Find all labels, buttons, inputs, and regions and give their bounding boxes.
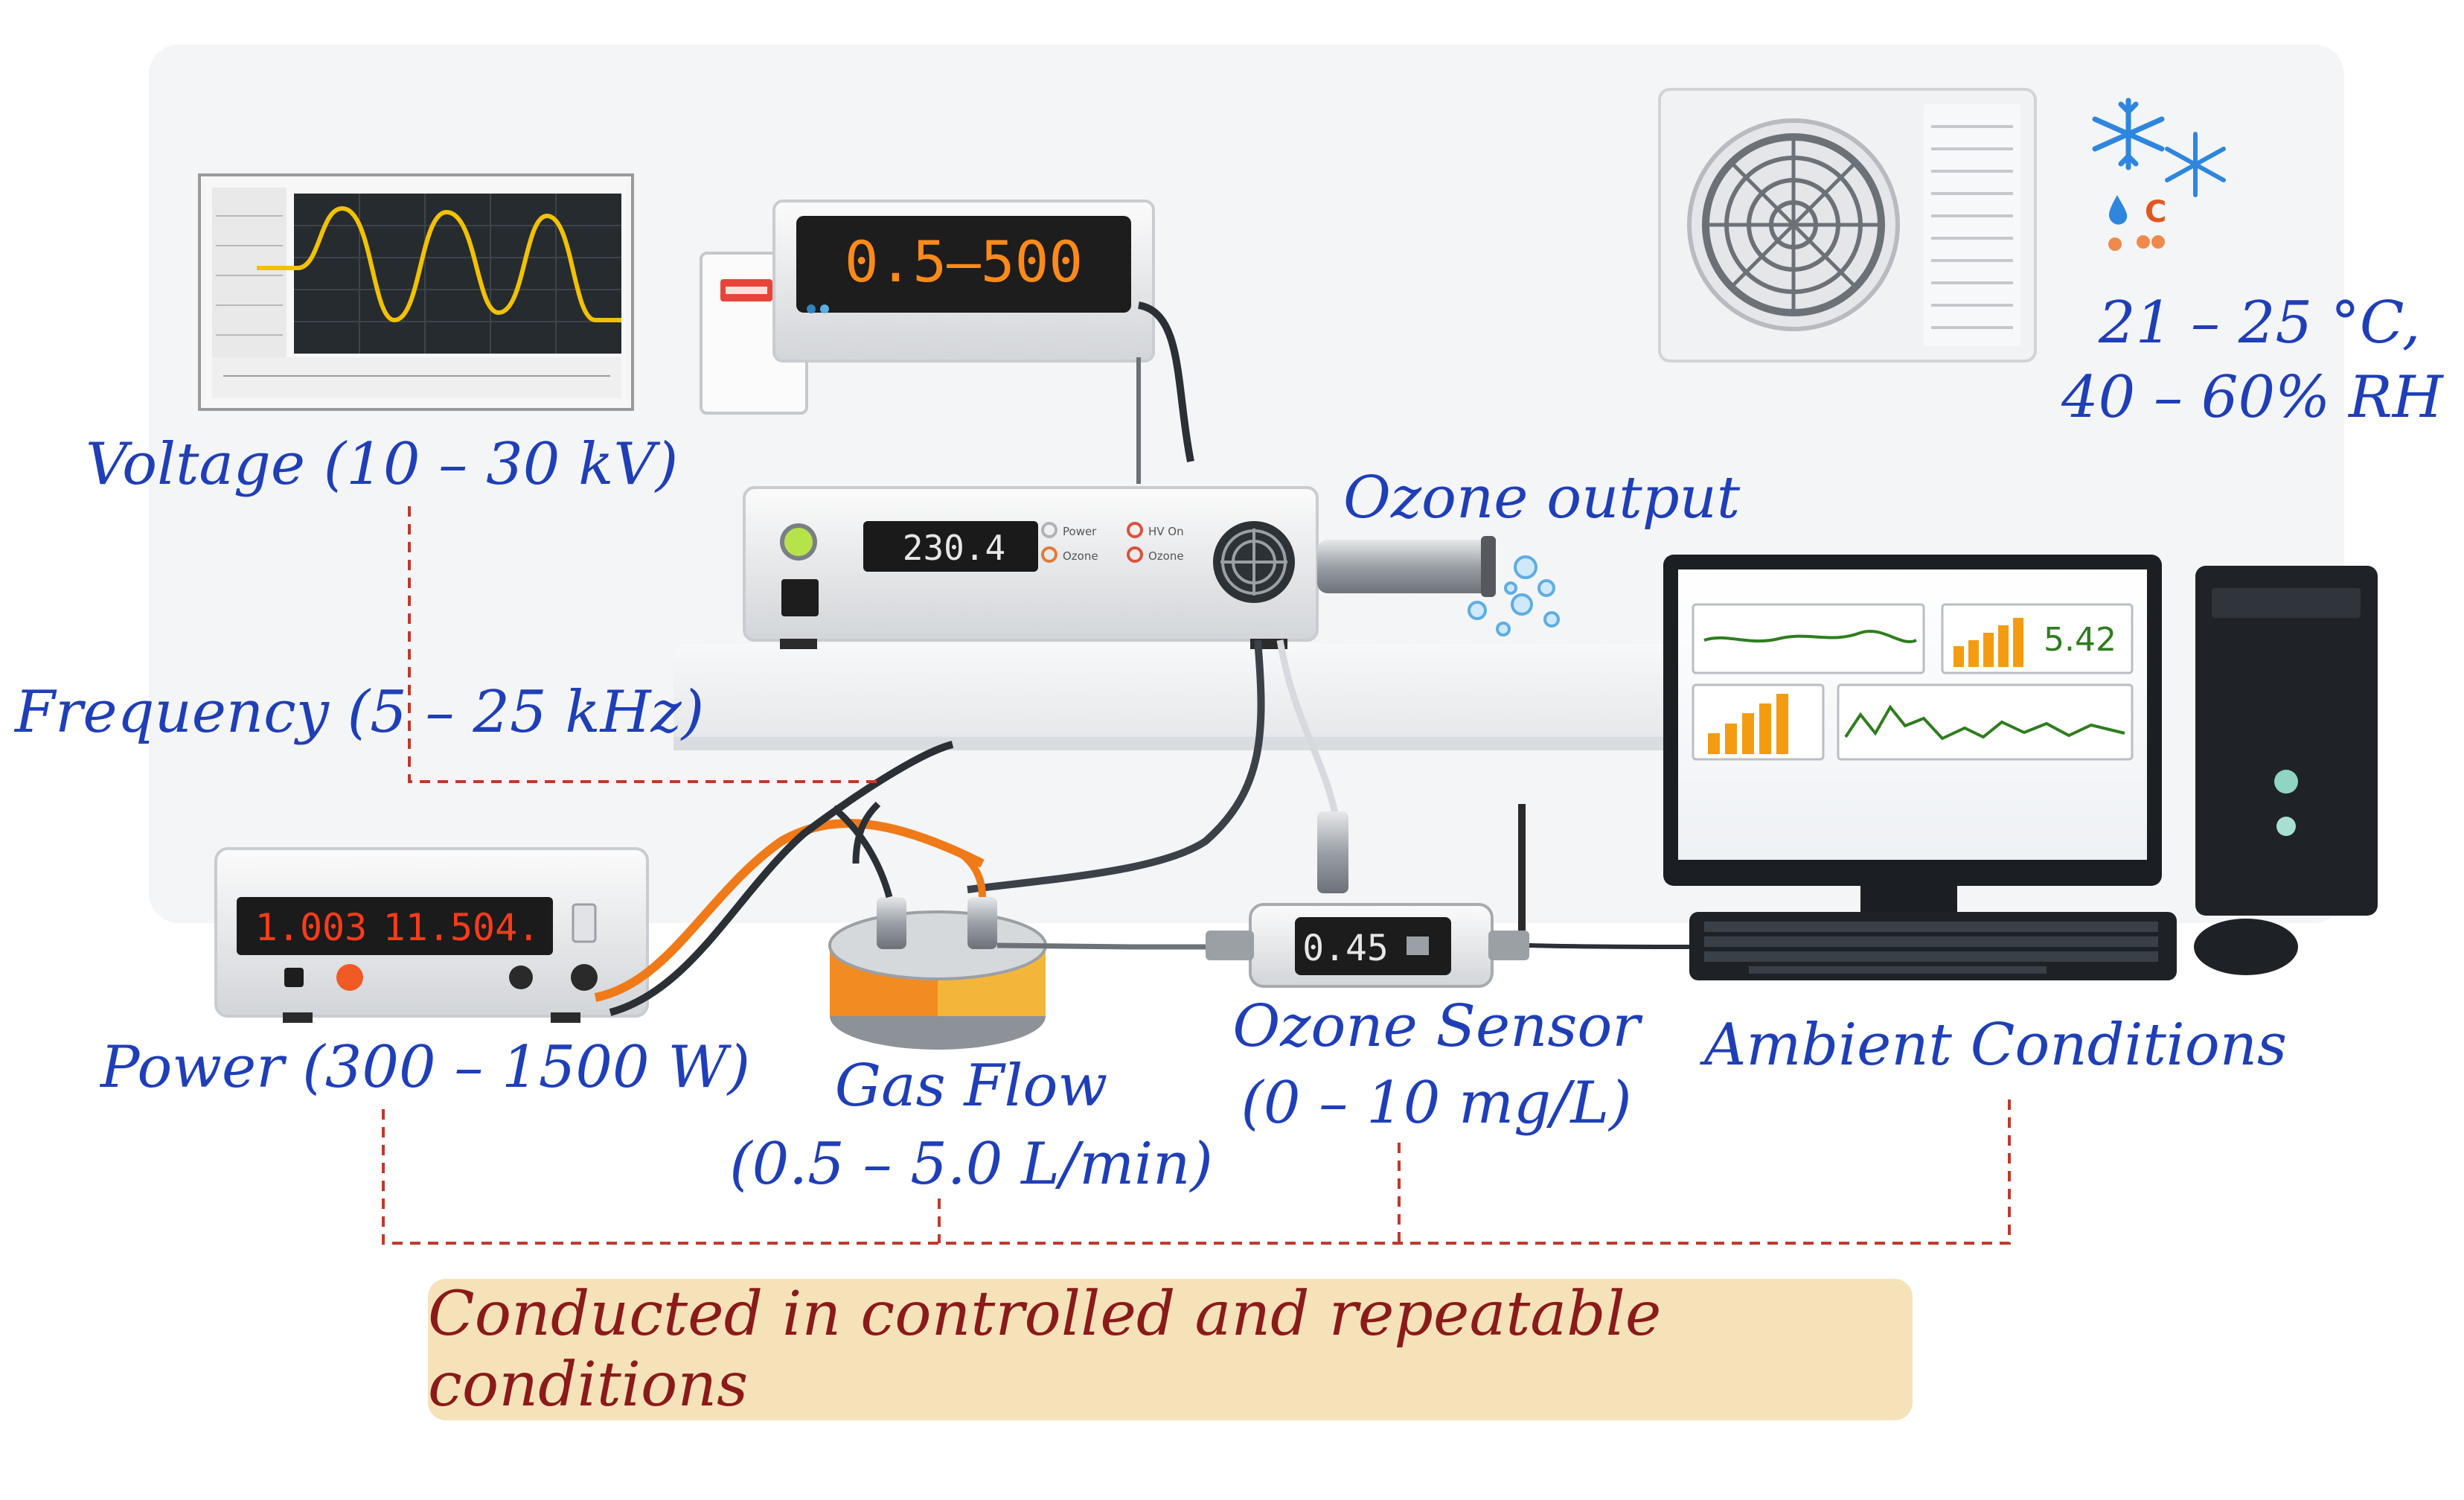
water-drop-icon — [2109, 195, 2128, 225]
cooling-fan-icon — [1702, 133, 1885, 316]
indicator-label-ozone: Ozone — [1063, 549, 1098, 563]
gas-flow-range-label: (0.5 – 5.0 L/min) — [729, 1131, 1213, 1198]
pc-tower — [2195, 566, 2378, 916]
ozone-outlet-tube — [1317, 540, 1496, 593]
air-conditioner — [1658, 88, 2037, 363]
temperature-icon: C — [2145, 195, 2166, 229]
computer: 5.42 — [1663, 555, 2378, 980]
screen-line-chart-1 — [1703, 630, 1917, 643]
dashed-connectors — [382, 506, 2011, 1245]
indicator-label-ozone-2: Ozone — [1148, 549, 1184, 563]
oscilloscope — [198, 173, 634, 411]
power-display-right: 11.504. — [383, 906, 540, 949]
indicator-label-hv-on: HV On — [1148, 525, 1184, 538]
ozone-generator: 230.4 Power Ozone HV On Ozone — [743, 486, 1496, 649]
indicator-label-power: Power — [1063, 525, 1097, 538]
snowflake-icon — [2165, 132, 2226, 197]
power-supply-red-button[interactable] — [336, 964, 363, 991]
generator-fan-icon — [1213, 521, 1295, 603]
power-indicator-light — [780, 523, 817, 561]
power-supply-knob-1[interactable] — [509, 966, 533, 989]
ozone-sensor-range-label: (0 – 10 mg/L) — [1241, 1070, 1632, 1137]
gas-flow-label: Gas Flow — [834, 1053, 1108, 1120]
sensor-display: 0.45 — [1302, 928, 1389, 969]
ozone-bubbles — [1468, 555, 1560, 636]
power-display-left: 1.003 — [255, 906, 368, 949]
power-supply: 1.003 11.504. — [214, 847, 649, 1023]
power-label: Power (300 – 1500 W) — [100, 1034, 751, 1101]
conditions-banner-text: Conducted in controlled and repeatable c… — [428, 1279, 1662, 1420]
oscilloscope-waveform — [257, 205, 621, 323]
flow-meter: 0.5–500 — [772, 200, 1155, 363]
ambient-conditions-label: Ambient Conditions — [1704, 1012, 2287, 1079]
screen-bar-chart-2 — [1708, 694, 1788, 754]
temperature-label: 21 – 25 °C, — [2099, 290, 2421, 357]
snowflake-icon — [2092, 98, 2165, 170]
shelf — [673, 644, 1671, 750]
conditions-banner: Conducted in controlled and repeatable c… — [428, 1279, 1913, 1420]
voltage-label: Voltage (10 – 30 kV) — [86, 431, 679, 498]
gas-flow-module — [828, 897, 1047, 1050]
mouse[interactable] — [2194, 919, 2298, 975]
flow-meter-display: 0.5–500 — [845, 229, 1083, 295]
ozone-sensor-label: Ozone Sensor — [1232, 993, 1640, 1060]
sensor-antenna — [1518, 804, 1526, 931]
frequency-label: Frequency (5 – 25 kHz) — [15, 679, 705, 746]
generator-display: 230.4 — [903, 528, 1005, 568]
monitor-value: 5.42 — [2044, 621, 2116, 659]
ozone-sensor: 0.45 — [1206, 804, 1529, 988]
power-supply-knob-2[interactable] — [571, 964, 598, 991]
humidity-label: 40 – 60% RH — [2061, 364, 2443, 431]
screen-line-chart-2 — [1844, 704, 2125, 741]
ozone-output-label: Ozone output — [1343, 465, 1741, 532]
power-switch-icon[interactable] — [781, 579, 819, 616]
power-supply-switch[interactable] — [284, 968, 304, 987]
screen-bar-chart-1 — [1953, 618, 2023, 667]
